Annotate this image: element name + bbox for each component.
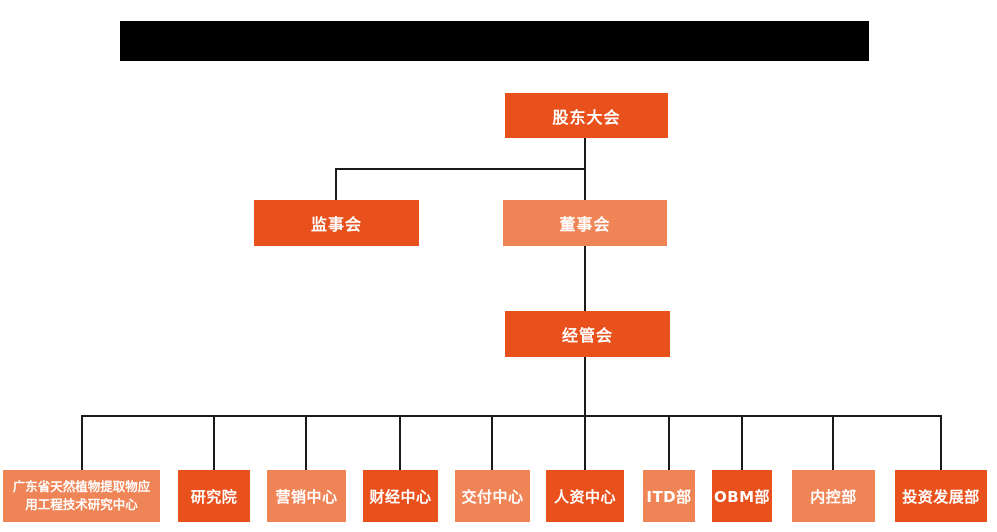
connector-line-drop-dept-10 [940, 415, 942, 470]
node-dept-obm: OBM部 [712, 470, 772, 522]
node-dept-internal-control: 内控部 [792, 470, 875, 522]
node-supervisory-board: 监事会 [254, 200, 419, 246]
connector-line-drop-dept-7 [668, 415, 670, 470]
connector-line-drop-dept-9 [832, 415, 834, 470]
connector-line-management-to-bus [584, 357, 586, 416]
connector-line-drop-dept-4 [399, 415, 401, 470]
connector-line-drop-dept-5 [491, 415, 493, 470]
node-shareholders-meeting: 股东大会 [505, 93, 668, 138]
connector-line-drop-dept-3 [305, 415, 307, 470]
node-dept-finance-center: 财经中心 [363, 470, 438, 522]
connector-line-horizontal-departments [81, 415, 942, 417]
node-dept-hr-center: 人资中心 [546, 470, 624, 522]
connector-line-board-to-management [584, 246, 586, 311]
connector-line-drop-dept-8 [741, 415, 743, 470]
node-management-committee: 经管会 [505, 311, 670, 357]
connector-line-drop-dept-2 [213, 415, 215, 470]
connector-line-horizontal-level2 [335, 168, 586, 170]
node-board-of-directors: 董事会 [503, 200, 667, 246]
connector-line-drop-dept-1 [81, 415, 83, 470]
node-dept-investment-development: 投资发展部 [895, 470, 987, 522]
node-dept-guangdong-plant-extract-research-center: 广东省天然植物提取物应用工程技术研究中心 [3, 470, 160, 522]
node-dept-marketing-center: 营销中心 [267, 470, 346, 522]
node-dept-delivery-center: 交付中心 [455, 470, 530, 522]
node-dept-itd: ITD部 [643, 470, 695, 522]
connector-line-drop-supervisory [335, 168, 337, 200]
redacted-title-bar [120, 21, 869, 61]
node-dept-research-institute: 研究院 [178, 470, 250, 522]
connector-line-drop-dept-6 [584, 415, 586, 470]
